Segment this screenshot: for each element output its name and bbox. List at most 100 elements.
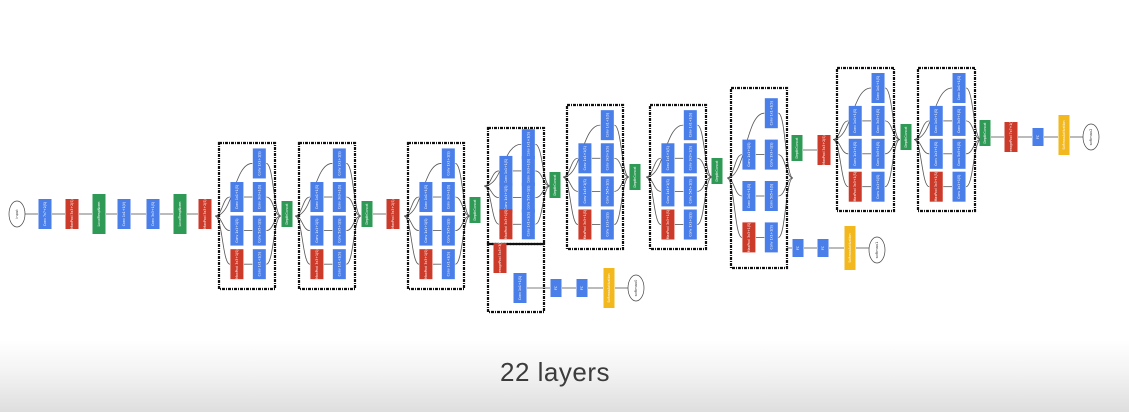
layer-label: Conv 5x5+1(S) xyxy=(526,185,530,209)
layer-label: Conv 3x3+1(S) xyxy=(605,146,609,170)
conv-layer-box xyxy=(683,110,697,141)
layer-label: MaxPool 3x3+1(S) xyxy=(583,210,587,239)
conv-layer-box xyxy=(38,199,52,229)
conv-layer-box xyxy=(513,273,527,303)
input-node-shape xyxy=(8,200,26,228)
conv-layer-box xyxy=(929,138,943,169)
conv-layer: Conv 1x1+1(S) xyxy=(513,273,527,303)
layer-label: Conv 5x5+1(S) xyxy=(257,218,261,242)
softmax1-node-shape xyxy=(868,236,886,264)
layer-label: SoftmaxActivation xyxy=(1062,120,1066,149)
layer-label: Conv 3x3+1(S) xyxy=(769,142,773,166)
conv-layer: Conv 1x1+1(S) xyxy=(742,139,756,170)
conv-layer: Conv 1x1+1(S) xyxy=(929,138,943,169)
layer-label: Conv 3x3+1(S) xyxy=(957,109,961,133)
conv-layer: Conv 1x1+1(S) xyxy=(499,155,513,186)
norm-layer: DepthConcat xyxy=(900,124,912,150)
softmax0-node-shape xyxy=(627,274,645,302)
layer-label: FC xyxy=(821,245,825,250)
layer-label: Conv 1x1+1(S) xyxy=(769,225,773,249)
conv-layer-box xyxy=(848,105,862,136)
input-node: input xyxy=(8,200,26,228)
layer-label: Conv 3x3+1(S) xyxy=(337,185,341,209)
layer-label: Conv 1x1+1(S) xyxy=(518,276,522,300)
edge-curve xyxy=(214,215,231,265)
layer-label: Conv 1x1+1(S) xyxy=(235,218,239,242)
layer-label: AveragePool 7x7+1(V) xyxy=(1009,119,1013,155)
layer-label: Conv 3x3+1(S) xyxy=(446,185,450,209)
layer-label: Conv 1x1+1(S) xyxy=(747,142,751,166)
edge-curve xyxy=(454,215,471,265)
norm-layer-box xyxy=(629,164,641,190)
edge-curve xyxy=(884,120,901,140)
layer-label: FC xyxy=(580,285,584,290)
edge-curve xyxy=(403,215,420,265)
layer-label: MaxPool 3x3+2(S) xyxy=(70,199,74,228)
norm-layer-box xyxy=(791,135,803,161)
layer-label: Conv 5x5+1(S) xyxy=(957,142,961,166)
edge-curve xyxy=(535,185,551,225)
softmax1-node: softmax1 xyxy=(868,236,886,264)
layer-label: DepthConcat xyxy=(553,174,557,196)
conv-layer: FC xyxy=(576,279,588,297)
conv-layer-box xyxy=(952,73,966,104)
conv-layer-box xyxy=(600,110,614,141)
layer-label: Conv 1x1+1(S) xyxy=(934,109,938,133)
edge-curve xyxy=(535,170,551,187)
softmax2-node-shape xyxy=(1082,123,1100,151)
edge-curve xyxy=(832,139,849,188)
layer-label: Conv 1x1+1(S) xyxy=(424,218,428,242)
pool-layer: MaxPool 3x3+1(S) xyxy=(578,209,592,240)
layer-label: Conv 1x1+1(S) xyxy=(583,146,587,170)
norm-layer: DepthConcat xyxy=(629,164,641,190)
conv-layer-box xyxy=(578,176,592,207)
norm-layer-box xyxy=(281,201,293,227)
layer-label: Conv 1x1+1(S) xyxy=(257,252,261,276)
conv-layer: Conv 3x3+1(S) xyxy=(441,182,455,213)
layer-label: Conv 1x1+1(S) xyxy=(583,179,587,203)
layer-label: Conv 1x1+1(S) xyxy=(605,113,609,137)
pool-layer-box xyxy=(386,199,400,229)
pool-layer: MaxPool 3x3+1(S) xyxy=(661,209,675,240)
inception-module-frame xyxy=(486,242,546,314)
layer-label: Conv 5x5+1(S) xyxy=(876,142,880,166)
layer-label: FC xyxy=(554,285,558,290)
conv-layer-box xyxy=(419,215,433,246)
edge-curve xyxy=(483,185,500,225)
pool-layer-box xyxy=(929,171,943,202)
edge-curve xyxy=(645,176,662,225)
layer-label: MaxPool 3x3+1(S) xyxy=(666,210,670,239)
conv-layer-box xyxy=(521,209,535,240)
pool-layer-box xyxy=(661,209,675,240)
layer-label: Conv 1x1+1(S) xyxy=(504,185,508,209)
layer-label: Conv 5x5+1(S) xyxy=(337,218,341,242)
edge-curve xyxy=(483,170,499,187)
conv-layer: Conv 3x3+1(S) xyxy=(871,105,885,136)
conv-layer-box xyxy=(742,181,756,211)
edge-curve xyxy=(265,163,282,217)
conv-layer-box xyxy=(252,215,266,246)
layer-label: MaxPool 3x3+2(S) xyxy=(203,199,207,228)
conv-layer: Conv 1x1+1(S) xyxy=(419,215,433,246)
conv-layer-box xyxy=(310,182,324,213)
conv-layer-box xyxy=(661,143,675,174)
pool-layer: AveragePool 7x7+1(V) xyxy=(1004,119,1018,155)
layer-label: LocalRespNorm xyxy=(178,202,182,227)
conv-layer-box xyxy=(871,105,885,136)
conv-layer-box xyxy=(764,181,778,211)
conv-layer: Conv 3x3+1(S) xyxy=(683,143,697,174)
edge-curve xyxy=(965,120,982,140)
softmax-layer: SoftmaxActivation xyxy=(603,268,615,308)
edge-curve xyxy=(266,196,282,217)
conv-layer-box xyxy=(332,215,346,246)
layer-label: Conv 1x1+1(S) xyxy=(337,151,341,175)
inception-module-frame xyxy=(729,86,789,270)
edge-curve xyxy=(613,124,630,178)
conv-layer-box xyxy=(576,279,588,297)
norm-layer-box xyxy=(979,120,991,146)
conv-layer-box xyxy=(929,105,943,136)
edge-curve xyxy=(832,120,849,140)
conv-layer-box xyxy=(871,171,885,202)
layer-label: Conv 3x3+1(S) xyxy=(257,185,261,209)
